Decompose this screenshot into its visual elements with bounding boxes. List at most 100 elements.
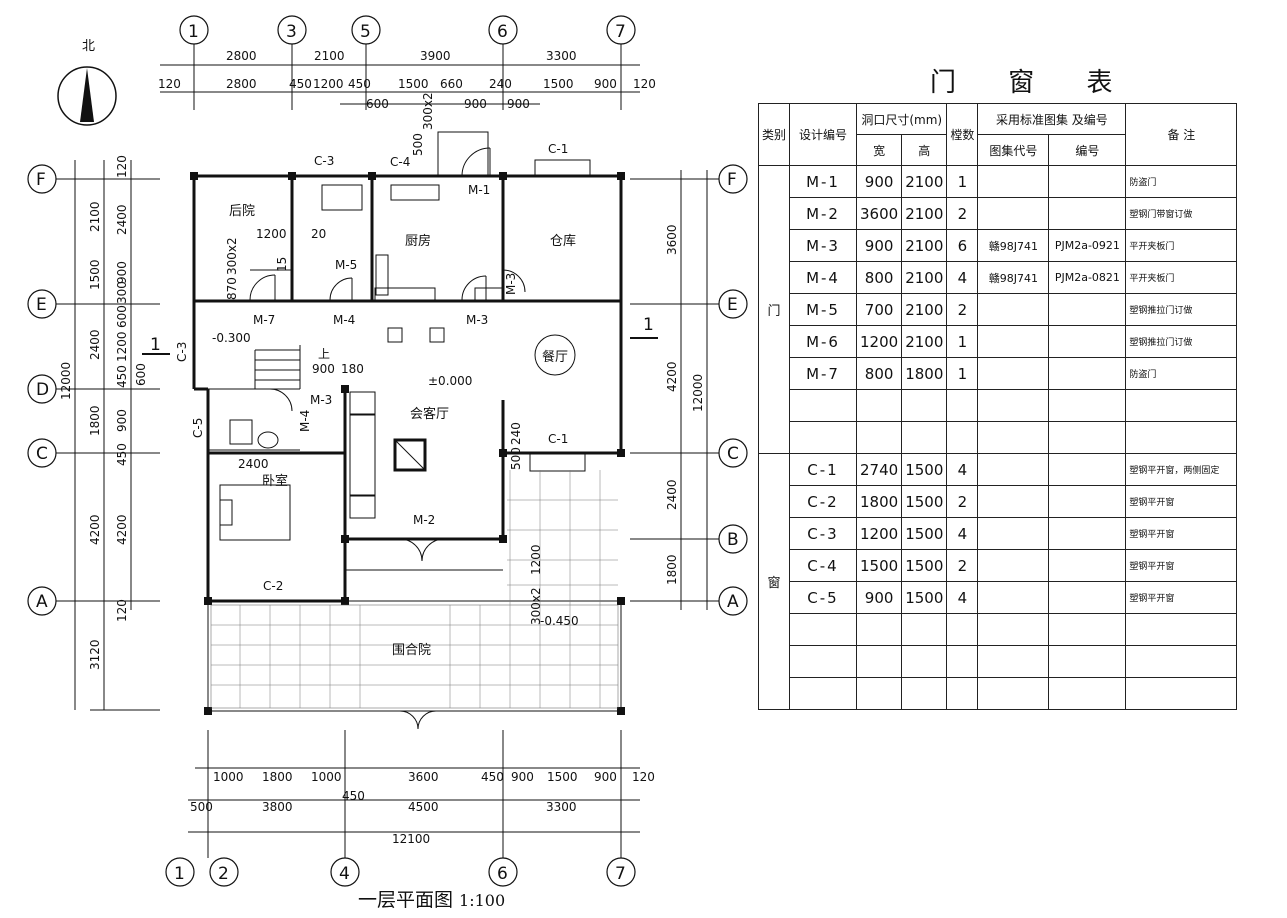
dim-bot-r1-4: 450 — [481, 770, 504, 784]
dim-left-mid-4: 4200 — [88, 514, 102, 545]
dim-left-in-5: 1200 — [115, 331, 129, 362]
axis-bottom-2: 2 — [218, 864, 229, 884]
thin-walls — [207, 131, 622, 712]
cell-qty: 6 — [946, 229, 979, 262]
cell-width: 800 — [856, 357, 903, 390]
dim-bot-r2-3: 4500 — [408, 800, 439, 814]
dim-top-r2-7: 240 — [489, 77, 512, 91]
cell-height: 1500 — [901, 453, 948, 486]
dim-int-2: 870 — [225, 277, 239, 300]
columns — [190, 172, 625, 715]
tag-c1-mid: C-1 — [548, 432, 568, 446]
cell-code: C-3 — [789, 517, 858, 550]
cell-code: C-2 — [789, 485, 858, 518]
dim-left-in-10: 4200 — [115, 514, 129, 545]
axis-top-7: 7 — [615, 22, 626, 42]
dim-bot-r2-2: 450 — [342, 789, 365, 803]
dim-int-9: 2400 — [238, 457, 269, 471]
dim-bot-r1-3: 3600 — [408, 770, 439, 784]
cell-atlas: 赣98J741 — [977, 229, 1050, 262]
section-mark-lines — [142, 337, 658, 355]
table-row: M-7 800 1800 1 防盗门 — [759, 357, 1238, 390]
room-living: 会客厅 — [410, 406, 449, 422]
hdr-qty: 樘数 — [946, 103, 979, 166]
cell-code: M-6 — [789, 325, 858, 358]
cell-atlas — [977, 325, 1050, 358]
dim-left-mid-0: 2100 — [88, 201, 102, 232]
cell-number — [1048, 165, 1127, 198]
tag-c3-left: C-3 — [175, 342, 189, 362]
cell-width: 2740 — [856, 453, 903, 486]
cell-height: 2100 — [901, 229, 948, 262]
tag-c4: C-4 — [390, 155, 410, 169]
table-row-empty — [759, 613, 1238, 646]
cell-note: 平开夹板门 — [1125, 229, 1238, 262]
table-row: C-5 900 1500 4 塑钢平开窗 — [759, 581, 1238, 614]
cell-code: M-4 — [789, 261, 858, 294]
tag-m2: M-2 — [413, 513, 435, 527]
axis-right-C: C — [727, 444, 739, 464]
tag-m3-wc: M-3 — [310, 393, 332, 407]
north-label: 北 — [82, 39, 95, 54]
cell-number: PJM2a-0921 — [1048, 229, 1127, 262]
cell-width: 1200 — [856, 517, 903, 550]
section-mark-right: 1 — [643, 315, 654, 335]
cell-code: M-7 — [789, 357, 858, 390]
stair-up-label: 上 — [318, 347, 330, 361]
cell-height: 2100 — [901, 261, 948, 294]
dim-left-in-8: 900 — [115, 409, 129, 432]
section-mark-left: 1 — [150, 335, 161, 355]
dim-bot-r1-8: 120 — [632, 770, 655, 784]
north-arrow: 北 — [57, 39, 117, 126]
door-window-table: 类别 设计编号 洞口尺寸(mm) 樘数 采用标准图集 及编号 备 注 宽 高 图… — [757, 103, 1238, 710]
dim-top-r2-9: 900 — [594, 77, 617, 91]
dim-bot-r1-6: 1500 — [547, 770, 578, 784]
dim-top-r2-4: 450 — [348, 77, 371, 91]
dim-bot-r2-4: 3300 — [546, 800, 577, 814]
cell-note: 塑钢平开窗 — [1125, 581, 1238, 614]
dim-right-total: 12000 — [691, 374, 705, 412]
cell-atlas — [977, 293, 1050, 326]
cell-number — [1048, 293, 1127, 326]
hdr-remarks: 备 注 — [1125, 103, 1238, 166]
dim-left-in-3: 300 — [115, 281, 129, 304]
dim-int-7: 900 — [312, 362, 335, 376]
dim-left-in-1: 2400 — [115, 204, 129, 235]
cell-height: 1500 — [901, 581, 948, 614]
table-row: C-4 1500 1500 2 塑钢平开窗 — [759, 549, 1238, 582]
room-dining: 餐厅 — [542, 349, 568, 365]
tag-m3-hall: M-3 — [466, 313, 488, 327]
table-row: C-3 1200 1500 4 塑钢平开窗 — [759, 517, 1238, 550]
tag-c5: C-5 — [191, 418, 205, 438]
furniture — [219, 254, 576, 541]
axis-bottom-7: 7 — [615, 864, 626, 884]
axis-right-A: A — [727, 592, 739, 612]
dim-int-12: 300x2 — [529, 587, 543, 625]
cell-qty: 2 — [946, 293, 979, 326]
tag-m3-storage: M-3 — [504, 273, 518, 295]
cell-width: 700 — [856, 293, 903, 326]
room-kitchen: 厨房 — [405, 233, 431, 249]
table-row-empty — [759, 421, 1238, 454]
dim-left-in-11: 120 — [115, 599, 129, 622]
tag-m4-wc: M-4 — [298, 410, 312, 432]
cell-note: 防盗门 — [1125, 165, 1238, 198]
hdr-opening: 洞口尺寸(mm) — [856, 103, 948, 135]
cell-qty: 1 — [946, 165, 979, 198]
dim-right-3: 1800 — [665, 554, 679, 585]
cell-qty: 2 — [946, 549, 979, 582]
dim-left-outer-0: 12000 — [59, 362, 73, 400]
dim-bot-r1-7: 900 — [594, 770, 617, 784]
axis-top-6: 6 — [497, 22, 508, 42]
dim-int-13: 1200 — [529, 544, 543, 575]
axis-right-F: F — [727, 170, 737, 190]
cell-height: 1500 — [901, 485, 948, 518]
cell-number — [1048, 325, 1127, 358]
cell-width: 900 — [856, 165, 903, 198]
room-courtyard: 围合院 — [392, 643, 431, 658]
plan-scale: 1:100 — [459, 891, 506, 910]
hdr-standard: 采用标准图集 及编号 — [977, 103, 1127, 135]
dim-top-r2-3: 1200 — [313, 77, 344, 91]
dim-left-in-7: 600 — [134, 363, 148, 386]
door-swings — [249, 147, 526, 730]
